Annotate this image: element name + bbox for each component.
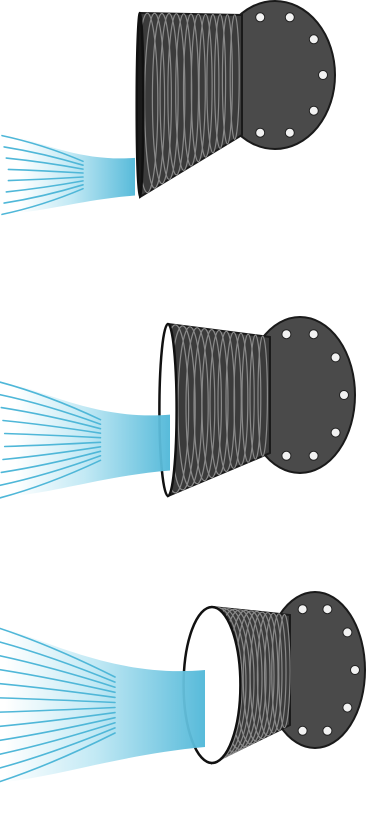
water-streak [0, 459, 102, 499]
bolt-hole-icon [281, 329, 292, 340]
valve-panel-high-flow [0, 585, 369, 839]
valve-panel-medium-flow [0, 295, 369, 585]
duckbill-valve-icon [0, 316, 356, 499]
bolt-hole-icon [281, 450, 292, 461]
water-streak [7, 176, 84, 182]
bolt-hole-icon [322, 725, 333, 736]
water-streak [0, 706, 116, 713]
water-streak [1, 187, 84, 216]
valve-rib [229, 14, 240, 140]
valve-rib [221, 14, 233, 145]
water-streak [1, 134, 84, 163]
valve-rib [278, 613, 291, 729]
valve-rib [185, 327, 209, 485]
bolt-hole-icon [322, 604, 333, 615]
water-streak [0, 668, 116, 694]
duckbill-valve-icon [0, 591, 366, 783]
valve-rib [209, 329, 229, 476]
water-jet-icon [19, 137, 135, 213]
valve-panel-low-flow [0, 0, 369, 270]
water-streak [0, 711, 116, 728]
valve-rib [190, 13, 206, 163]
bolt-hole-icon [342, 627, 353, 638]
water-streak [3, 432, 102, 439]
water-jet-icon [5, 628, 205, 782]
bolt-hole-icon [284, 12, 295, 23]
valve-rib [257, 335, 268, 457]
bolt-hole-icon [297, 725, 308, 736]
valve-rib [193, 327, 216, 482]
bolt-hole-icon [339, 390, 349, 400]
valve-rib [241, 333, 255, 463]
water-streak [0, 450, 102, 474]
duckbill-valve-icon [1, 0, 336, 216]
water-streak [7, 168, 84, 174]
water-streak [0, 727, 116, 769]
valve-rib [233, 332, 249, 466]
water-streak [0, 732, 116, 783]
bolt-hole-icon [330, 427, 341, 438]
bolt-hole-icon [350, 665, 360, 675]
bolt-hole-icon [342, 702, 353, 713]
water-streak [2, 419, 102, 434]
valve-mouth [135, 11, 145, 199]
water-streak [3, 184, 84, 204]
bolt-hole-icon [308, 34, 319, 45]
bolt-hole-icon [330, 352, 341, 363]
water-streak [3, 146, 84, 166]
valve-rib [198, 13, 213, 158]
valve-rib [225, 331, 242, 470]
bolt-hole-icon [255, 12, 266, 23]
bolt-hole-icon [255, 127, 266, 138]
water-streak [0, 682, 116, 699]
water-streak [0, 406, 102, 430]
valve-rib [167, 13, 186, 176]
bolt-hole-icon [284, 127, 295, 138]
valve-rib [144, 12, 166, 189]
water-jet-icon [15, 384, 170, 496]
water-streak [5, 157, 84, 170]
water-streak [0, 393, 102, 425]
bolt-hole-icon [308, 450, 319, 461]
bolt-hole-icon [308, 105, 319, 116]
water-streak [0, 722, 116, 755]
valve-rib [263, 612, 283, 734]
water-streak [0, 641, 116, 683]
valve-rib [182, 13, 200, 167]
valve-rib [214, 13, 227, 149]
valve-rib [201, 328, 222, 479]
water-streak [0, 697, 116, 704]
water-streak [0, 655, 116, 688]
valve-rib [159, 12, 179, 180]
bolt-hole-icon [297, 604, 308, 615]
water-streak [0, 716, 116, 742]
valve-rib [151, 12, 172, 185]
water-streak [5, 180, 84, 193]
bolt-hole-icon [308, 329, 319, 340]
water-streak [3, 441, 102, 448]
valve-rib [249, 334, 262, 460]
water-streak [0, 381, 102, 421]
valve-rib [249, 611, 275, 740]
valve-rib [271, 613, 287, 731]
water-streak [0, 627, 116, 678]
bolt-hole-icon [318, 70, 328, 80]
water-streak [2, 446, 102, 461]
valve-rib [242, 610, 271, 742]
water-streak [0, 455, 102, 487]
valve-rib [256, 612, 279, 737]
valve-rib [206, 13, 220, 154]
